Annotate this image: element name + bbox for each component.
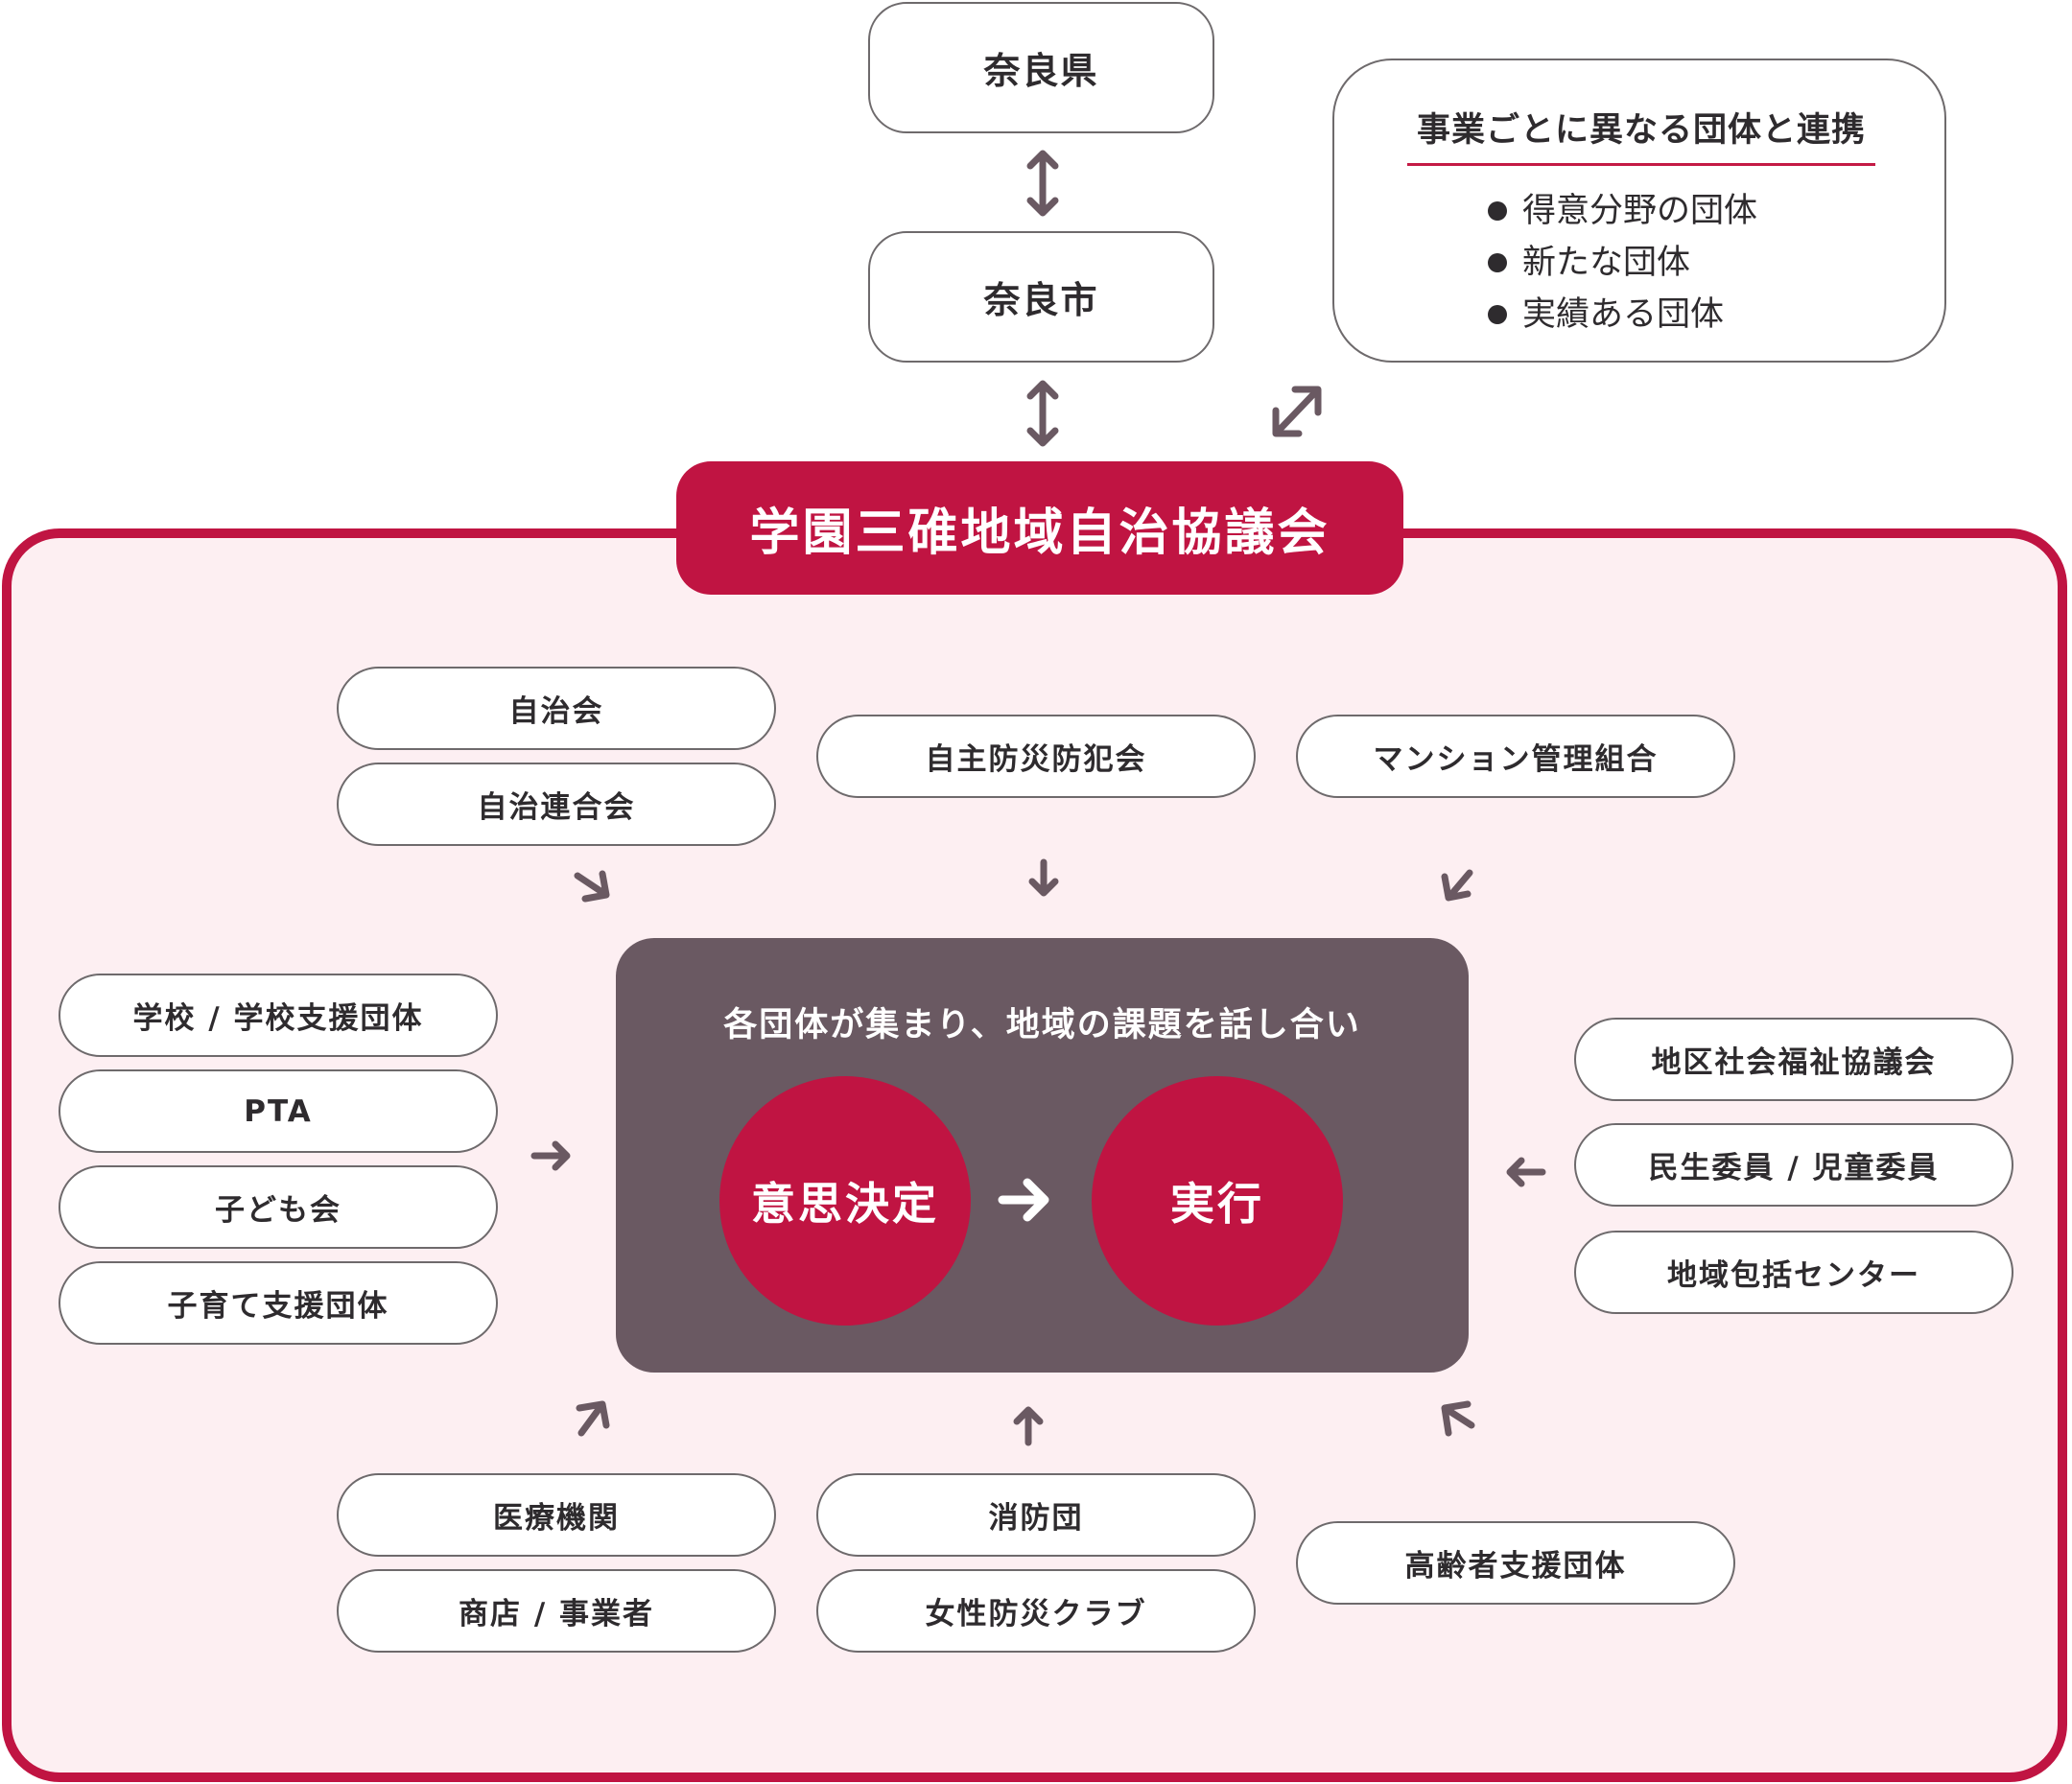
- bidirectional-vertical-arrow-icon: [1026, 150, 1059, 217]
- partner-list: 得意分野の団体 新たな団体 実績ある団体: [1488, 185, 1757, 340]
- arrow-right-icon: [998, 1178, 1049, 1222]
- arrow-up-icon: [1013, 1406, 1044, 1446]
- council-title-label: 学園三碓地域自治協議会: [749, 505, 1330, 562]
- group-pill: 学校 / 学校支援団体: [59, 974, 498, 1057]
- bullet-icon: [1488, 305, 1507, 324]
- partner-list-item: 得意分野の団体: [1488, 185, 1757, 237]
- city-box: 奈良市: [868, 231, 1214, 363]
- group-pill: 商店 / 事業者: [337, 1569, 776, 1653]
- group-pill: 医療機関: [337, 1473, 776, 1557]
- discussion-caption: 各団体が集まり、地域の課題を話し合い: [723, 1006, 1361, 1045]
- bullet-icon: [1488, 253, 1507, 272]
- group-pill: PTA: [59, 1069, 498, 1153]
- group-pill: 女性防災クラブ: [816, 1569, 1256, 1653]
- arrow-right-icon: [530, 1140, 571, 1171]
- group-pill: 自治会: [337, 667, 776, 750]
- partner-box-title: 事業ごとに異なる団体と連携: [1407, 103, 1875, 166]
- bullet-icon: [1488, 201, 1507, 221]
- prefecture-label: 奈良県: [983, 50, 1099, 92]
- partner-list-item: 新たな団体: [1488, 237, 1757, 289]
- council-title: 学園三碓地域自治協議会: [676, 461, 1403, 595]
- group-pill: 子育て支援団体: [59, 1261, 498, 1345]
- discussion-box: 各団体が集まり、地域の課題を話し合い 意思決定 実行: [616, 938, 1469, 1373]
- group-pill: 地区社会福祉協議会: [1574, 1018, 2013, 1101]
- arrow-up-left-icon: [1441, 1400, 1475, 1437]
- group-pill: 高齢者支援団体: [1296, 1521, 1735, 1605]
- group-pill: 民生委員 / 児童委員: [1574, 1123, 2013, 1207]
- group-pill: マンション管理組合: [1296, 715, 1735, 798]
- group-pill: 子ども会: [59, 1165, 498, 1249]
- group-pill: 自主防災防犯会: [816, 715, 1256, 798]
- prefecture-box: 奈良県: [868, 2, 1214, 133]
- group-pill: 自治連合会: [337, 763, 776, 846]
- partner-list-item: 実績ある団体: [1488, 289, 1757, 340]
- arrow-up-right-icon: [576, 1400, 610, 1437]
- execution-circle: 実行: [1092, 1076, 1343, 1326]
- decision-circle: 意思決定: [719, 1076, 971, 1326]
- partner-organizations-box: 事業ごとに異なる団体と連携 得意分野の団体 新たな団体 実績ある団体: [1332, 59, 1946, 363]
- arrow-down-icon: [1028, 858, 1059, 897]
- group-pill: 地域包括センター: [1574, 1231, 2013, 1314]
- arrow-down-left-icon: [1441, 869, 1473, 902]
- bidirectional-diagonal-arrow-icon: [1272, 386, 1322, 437]
- group-pill: 消防団: [816, 1473, 1256, 1557]
- city-label: 奈良市: [983, 279, 1099, 321]
- arrow-down-right-icon: [574, 870, 610, 903]
- arrow-left-icon: [1506, 1157, 1546, 1187]
- bidirectional-vertical-arrow-icon: [1026, 380, 1059, 447]
